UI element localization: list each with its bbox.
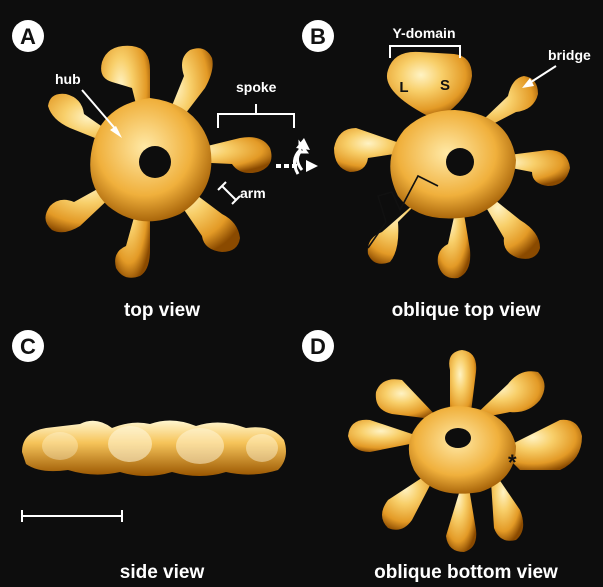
bridge-pointer	[528, 66, 556, 84]
lobe-s-label: S	[440, 77, 450, 94]
panel-a: A hub spoke arm top view	[12, 20, 294, 321]
arm-bracket	[222, 186, 236, 200]
panel-b: B Y-domain L S bridge oblique top view	[302, 20, 591, 321]
central-pore	[139, 146, 171, 178]
scale-bar	[22, 510, 122, 522]
rotation-arrow-icon	[276, 138, 318, 174]
caption-c: side view	[120, 562, 205, 583]
asterisk-marker: *	[508, 450, 517, 475]
panel-letter-a: A	[20, 24, 36, 49]
caption-a: top view	[124, 300, 200, 321]
hub-label: hub	[55, 71, 81, 87]
caption-b: oblique top view	[392, 300, 541, 321]
central-pore	[445, 428, 471, 448]
caption-d: oblique bottom view	[374, 562, 558, 583]
panel-letter-d: D	[310, 334, 326, 359]
density-map-oblique-bottom-view	[348, 350, 582, 552]
lobe-l-label: L	[399, 79, 408, 96]
central-pore	[446, 148, 474, 176]
spoke-bracket	[218, 114, 294, 128]
y-domain-label: Y-domain	[392, 25, 455, 41]
panel-c: C side view	[12, 330, 286, 583]
panel-d: D * oblique bottom view	[302, 330, 582, 583]
bridge-label: bridge	[548, 47, 591, 63]
arm-label: arm	[240, 185, 266, 201]
density-map-side-view	[22, 420, 286, 476]
panel-letter-b: B	[310, 24, 326, 49]
spoke-label: spoke	[236, 79, 277, 95]
panel-letter-c: C	[20, 334, 36, 359]
